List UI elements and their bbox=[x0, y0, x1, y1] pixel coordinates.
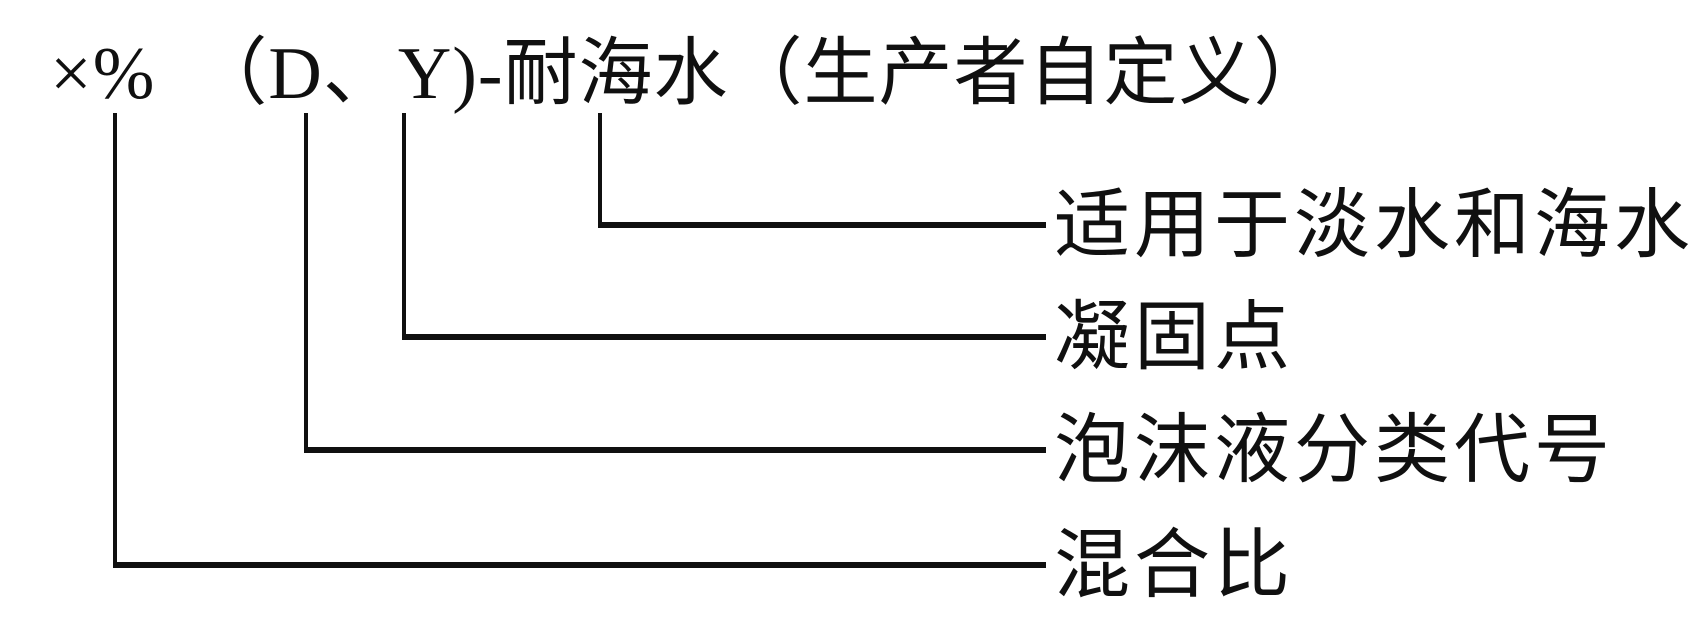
connector-mix-ratio bbox=[113, 113, 1046, 568]
connector-foam-class-code bbox=[304, 113, 1046, 453]
connector-fresh-sea-water bbox=[598, 113, 1046, 228]
connector-freezing-point bbox=[402, 113, 1046, 340]
model-formula-text: ×% （D、Y)-耐海水（生产者自定义） bbox=[50, 33, 1329, 115]
callout-label-foam-class-code: 泡沫液分类代号 bbox=[1054, 409, 1614, 493]
callout-label-fresh-sea-water: 适用于淡水和海水 bbox=[1054, 184, 1694, 268]
callout-label-freezing-point: 凝固点 bbox=[1054, 296, 1294, 380]
callout-label-mix-ratio: 混合比 bbox=[1054, 524, 1294, 608]
